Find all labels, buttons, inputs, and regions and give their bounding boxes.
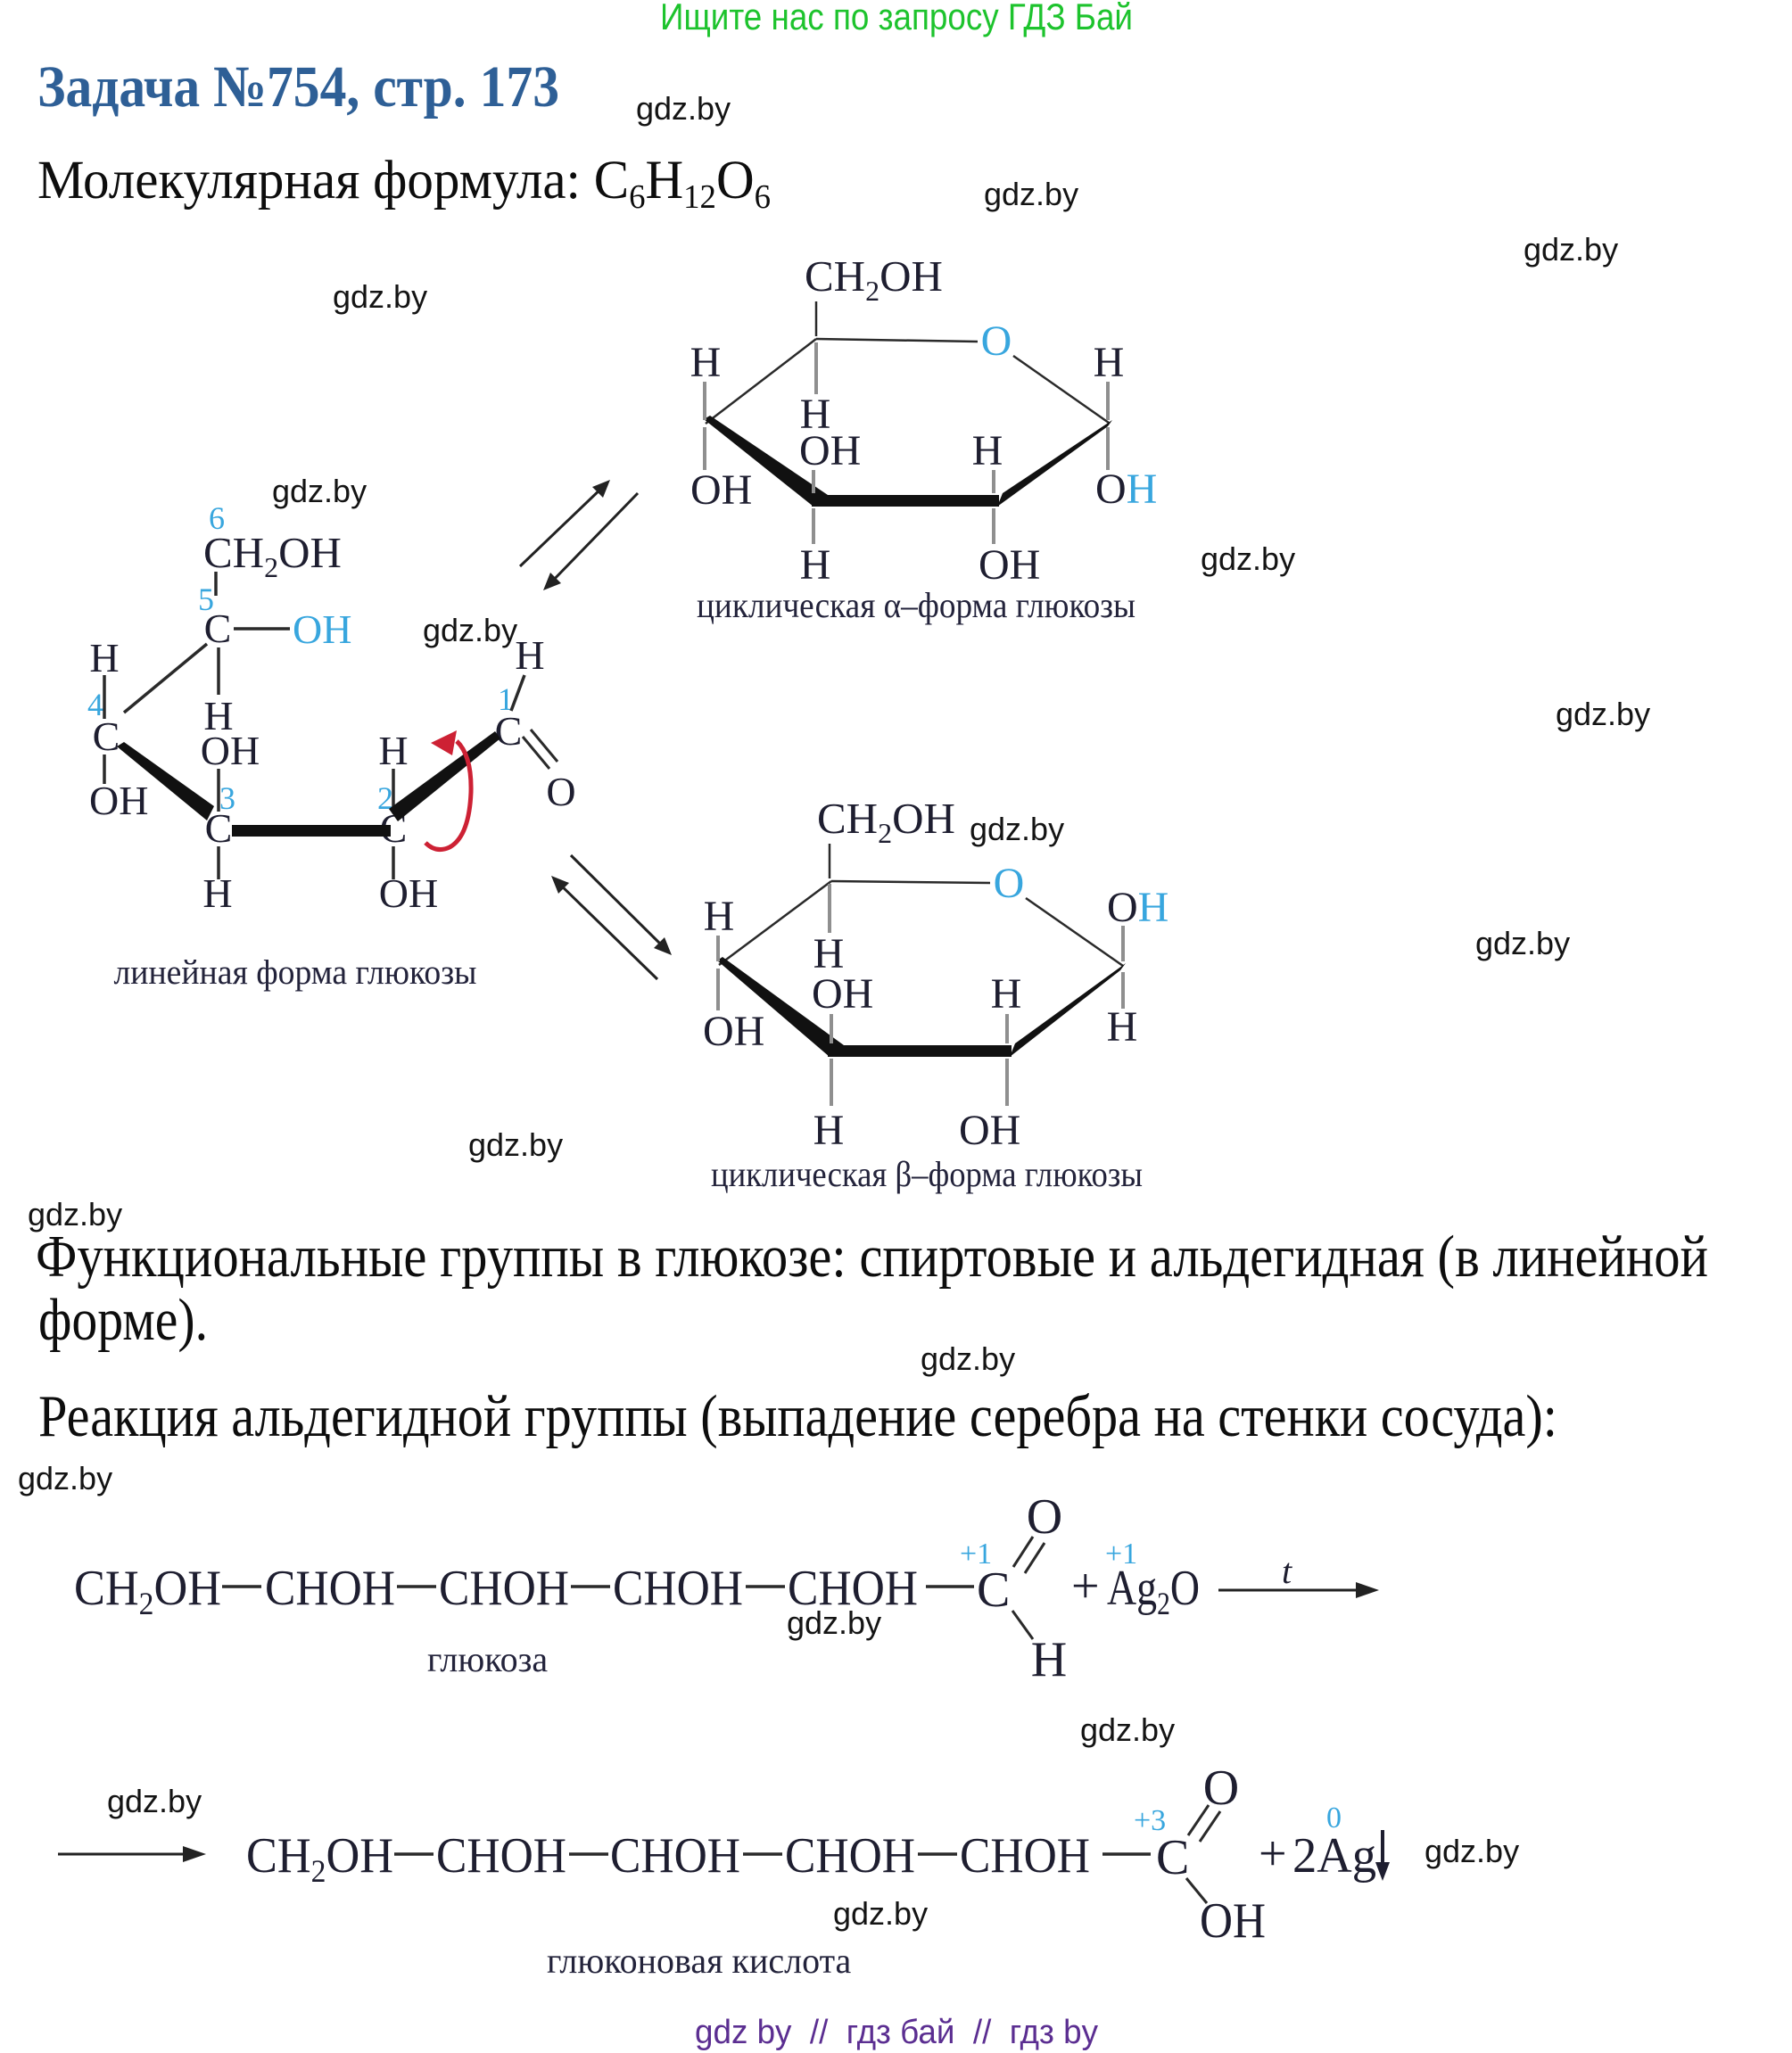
svg-text:H: H: [1031, 1632, 1067, 1687]
svg-text:OH: OH: [959, 1107, 1020, 1154]
svg-text:C: C: [977, 1562, 1010, 1618]
svg-text:Реакция альдегидной группы (вы: Реакция альдегидной группы (выпадение се…: [38, 1383, 1557, 1449]
svg-text:CHOH: CHOH: [785, 1828, 915, 1884]
svg-text:gdz by // гдз бай // гдз b: gdz by // гдз бай // гдз by: [695, 2014, 1098, 2051]
svg-text:5: 5: [198, 581, 214, 617]
svg-text:0: 0: [1326, 1802, 1342, 1835]
svg-text:gdz.by: gdz.by: [833, 1895, 928, 1932]
svg-text:глюкоза: глюкоза: [427, 1639, 548, 1679]
svg-text:H: H: [1094, 339, 1125, 386]
svg-text:O: O: [546, 769, 575, 814]
svg-text:H: H: [800, 391, 831, 438]
svg-text:OH: OH: [690, 466, 752, 514]
svg-text:CHOH: CHOH: [610, 1828, 740, 1884]
svg-text:циклическая β–форма глюкозы: циклическая β–форма глюкозы: [711, 1154, 1143, 1194]
svg-text:Задача №754, стр. 173: Задача №754, стр. 173: [37, 54, 559, 120]
svg-text:циклическая α–форма глюкозы: циклическая α–форма глюкозы: [697, 585, 1135, 625]
svg-text:H: H: [800, 541, 831, 589]
svg-text:OH: OH: [799, 427, 861, 474]
svg-text:OH: OH: [293, 606, 351, 652]
svg-text:H: H: [89, 635, 119, 680]
svg-text:4: 4: [87, 687, 103, 722]
svg-text:H: H: [378, 728, 408, 773]
svg-text:CH2OH: CH2OH: [246, 1828, 393, 1889]
svg-text:CHOH: CHOH: [439, 1561, 569, 1616]
svg-text:H: H: [704, 893, 735, 940]
svg-text:C: C: [204, 606, 232, 651]
svg-text:+: +: [1071, 1559, 1100, 1614]
svg-text:H: H: [690, 339, 722, 386]
svg-text:CH2OH: CH2OH: [817, 794, 955, 849]
svg-text:+: +: [1259, 1826, 1287, 1882]
svg-text:gdz.by: gdz.by: [423, 612, 517, 648]
svg-text:gdz.by: gdz.by: [272, 473, 367, 509]
svg-text:+1: +1: [1105, 1538, 1137, 1571]
svg-text:C: C: [495, 708, 523, 754]
svg-text:2: 2: [377, 780, 393, 816]
svg-text:OH: OH: [1095, 466, 1157, 513]
svg-text:gdz.by: gdz.by: [18, 1460, 112, 1496]
svg-text:H: H: [813, 1107, 845, 1154]
svg-text:C: C: [93, 713, 120, 759]
svg-text:gdz.by: gdz.by: [1556, 696, 1650, 732]
svg-text:3: 3: [219, 780, 235, 816]
svg-text:gdz.by: gdz.by: [1201, 540, 1295, 577]
svg-text:gdz.by: gdz.by: [1425, 1833, 1519, 1869]
svg-text:O: O: [994, 860, 1025, 907]
svg-text:форме).: форме).: [38, 1287, 208, 1353]
svg-text:OH: OH: [201, 728, 260, 773]
svg-text:gdz.by: gdz.by: [636, 90, 731, 127]
svg-text:gdz.by: gdz.by: [333, 278, 427, 315]
svg-text:OH: OH: [379, 870, 438, 916]
svg-text:CHOH: CHOH: [436, 1828, 566, 1884]
svg-text:H: H: [813, 930, 845, 977]
svg-text:O: O: [1027, 1489, 1062, 1545]
svg-text:gdz.by: gdz.by: [1475, 925, 1570, 961]
svg-text:OH: OH: [1200, 1893, 1266, 1949]
svg-text:Молекулярная формула: C6H12O6: Молекулярная формула: C6H12O6: [37, 151, 771, 216]
svg-text:H: H: [1107, 1003, 1138, 1051]
svg-text:+1: +1: [960, 1538, 992, 1571]
svg-text:2Ag: 2Ag: [1292, 1828, 1376, 1884]
svg-text:Ищите нас по запросу ГДЗ Бай: Ищите нас по запросу ГДЗ Бай: [660, 0, 1133, 37]
svg-text:+3: +3: [1134, 1804, 1166, 1837]
svg-text:OH: OH: [1107, 884, 1169, 931]
svg-text:CH2OH: CH2OH: [805, 251, 943, 307]
svg-text:CH2OH: CH2OH: [74, 1561, 221, 1621]
svg-text:CHOH: CHOH: [265, 1561, 395, 1616]
svg-text:t: t: [1282, 1551, 1292, 1591]
svg-text:H: H: [515, 632, 544, 678]
svg-text:CHOH: CHOH: [613, 1561, 743, 1616]
svg-text:линейная форма глюкозы: линейная форма глюкозы: [114, 953, 477, 992]
svg-text:H: H: [972, 427, 1003, 474]
svg-text:OH: OH: [89, 778, 148, 823]
svg-text:gdz.by: gdz.by: [921, 1340, 1015, 1377]
svg-text:gdz.by: gdz.by: [1080, 1711, 1175, 1748]
svg-text:H: H: [203, 693, 233, 738]
svg-text:gdz.by: gdz.by: [1524, 231, 1618, 268]
svg-text:OH: OH: [812, 970, 873, 1018]
svg-text:C: C: [1156, 1830, 1189, 1885]
svg-text:gdz.by: gdz.by: [984, 176, 1078, 212]
svg-text:gdz.by: gdz.by: [468, 1126, 563, 1163]
svg-text:CHOH: CHOH: [960, 1828, 1090, 1884]
svg-text:gdz.by: gdz.by: [28, 1196, 122, 1233]
svg-text:глюконовая кислота: глюконовая кислота: [547, 1941, 852, 1981]
svg-text:gdz.by: gdz.by: [787, 1604, 881, 1641]
svg-text:O: O: [981, 317, 1012, 365]
svg-text:1: 1: [498, 681, 514, 717]
svg-text:OH: OH: [979, 541, 1040, 589]
svg-text:H: H: [991, 970, 1022, 1018]
svg-text:OH: OH: [703, 1008, 764, 1055]
svg-text:CH2OH: CH2OH: [203, 528, 342, 583]
svg-text:Ag2O: Ag2O: [1107, 1561, 1200, 1621]
svg-text:6: 6: [209, 500, 225, 536]
svg-text:CHOH: CHOH: [788, 1561, 918, 1616]
svg-text:gdz.by: gdz.by: [970, 811, 1064, 847]
svg-text:Функциональные группы в глюкоз: Функциональные группы в глюкозе: спиртов…: [36, 1224, 1708, 1290]
svg-text:gdz.by: gdz.by: [107, 1783, 202, 1819]
